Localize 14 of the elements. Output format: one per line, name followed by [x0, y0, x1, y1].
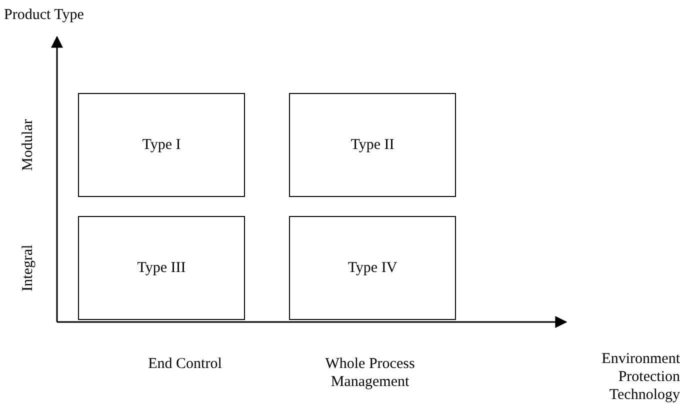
- quadrant-label: Type I: [142, 136, 181, 154]
- axis-category-label: Modular: [19, 118, 37, 173]
- quadrant-label: Type II: [350, 136, 394, 154]
- axis-category-label: Integral: [19, 244, 37, 294]
- axis-title: Environment Protection Technology: [600, 350, 680, 404]
- axis-title: Product Type: [4, 6, 85, 24]
- quadrant-box: [289, 216, 456, 320]
- quadrant-label: Type IV: [348, 260, 398, 276]
- axis-category-label: End Control: [147, 355, 223, 373]
- quadrant-box: [78, 216, 245, 320]
- quadrant-box: [289, 93, 456, 197]
- quadrant-box: [78, 93, 245, 197]
- axis-category-label: Whole Process Management: [324, 355, 416, 391]
- quadrant-label: Type III: [137, 260, 186, 276]
